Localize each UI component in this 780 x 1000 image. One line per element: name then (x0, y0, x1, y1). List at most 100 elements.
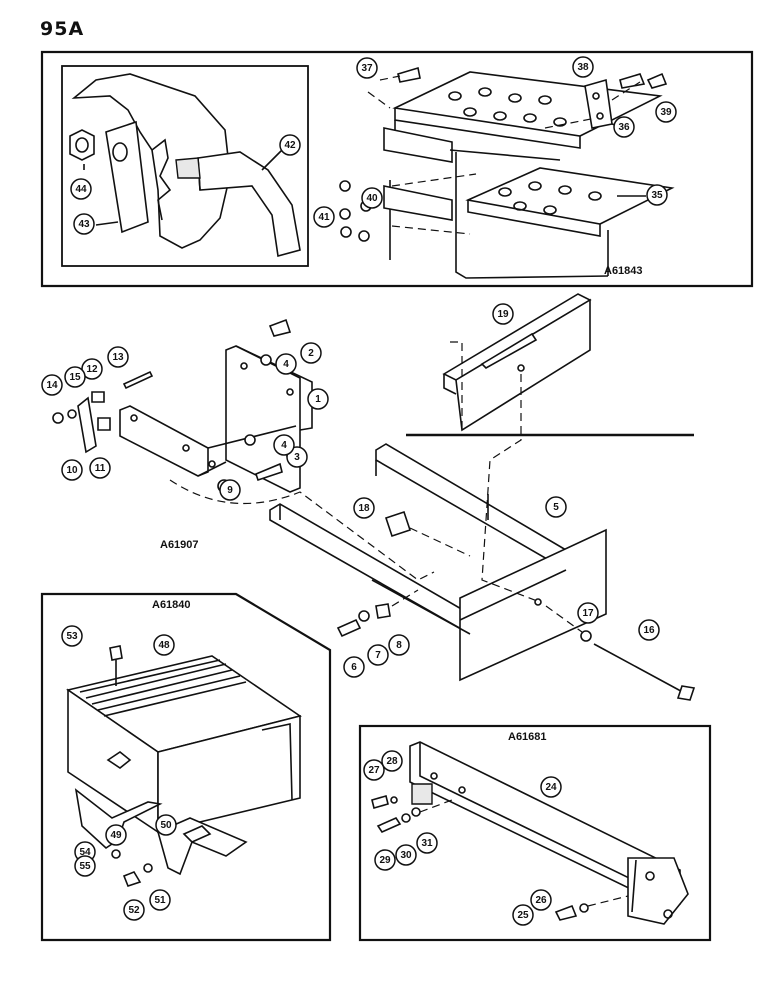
callout-circle (153, 634, 175, 656)
callout-number: 9 (227, 485, 233, 496)
callout-circle (395, 844, 417, 866)
callout-number: 40 (366, 193, 378, 204)
callout-circle (638, 619, 660, 641)
callout-number: 53 (66, 631, 78, 642)
callout-number: 15 (69, 372, 81, 383)
callout-circle (416, 832, 438, 854)
callout-number: 11 (95, 463, 106, 474)
callout-number: 52 (128, 905, 140, 916)
page-number: 95A (40, 18, 85, 40)
callout-circle (61, 459, 83, 481)
callout-circle (300, 342, 322, 364)
callout-circle (107, 346, 129, 368)
callout-circle (64, 366, 86, 388)
callout-8: 8 (388, 634, 410, 656)
callout-circle (279, 134, 301, 156)
callout-number: 17 (582, 608, 594, 619)
callout-42: 42 (279, 134, 301, 156)
callout-number: 7 (375, 650, 381, 661)
callout-19: 19 (492, 303, 514, 325)
callout-number: 50 (160, 820, 172, 831)
callout-number: 48 (158, 640, 170, 651)
callout-number: 51 (154, 895, 166, 906)
step-assembly-figure: A61843 (40, 50, 754, 288)
callout-51: 51 (149, 889, 171, 911)
callout-26: 26 (530, 889, 552, 911)
callout-38: 38 (572, 56, 594, 78)
callout-49: 49 (105, 824, 127, 846)
callout-31: 31 (416, 832, 438, 854)
figure-label-frame: A61907 (160, 539, 199, 551)
callout-number: 3 (294, 452, 300, 463)
callout-circle (73, 213, 95, 235)
callout-circle (61, 625, 83, 647)
toolbox-figure: A61840 (40, 592, 332, 942)
callout-number: 4 (283, 359, 289, 370)
callout-circle (273, 434, 295, 456)
callout-43: 43 (73, 213, 95, 235)
callout-number: 8 (396, 640, 402, 651)
callout-number: 19 (497, 309, 509, 320)
callout-number: 5 (553, 502, 559, 513)
callout-circle (540, 776, 562, 798)
callout-7: 7 (367, 644, 389, 666)
callout-circle (374, 849, 396, 871)
callout-circle (70, 178, 92, 200)
callout-number: 54 (79, 847, 91, 858)
frame-assembly-figure: A61907 (52, 293, 696, 701)
callout-39: 39 (655, 101, 677, 123)
callout-circle (313, 206, 335, 228)
callout-circle (655, 101, 677, 123)
callout-circle (646, 184, 668, 206)
tread-holes (448, 87, 602, 215)
callout-circle (545, 496, 567, 518)
callout-number: 14 (46, 380, 58, 391)
callout-circle (363, 759, 385, 781)
callout-circle (105, 824, 127, 846)
figure-label-bar: A61681 (508, 731, 547, 743)
callout-circle (512, 904, 534, 926)
callout-number: 12 (86, 364, 98, 375)
callout-50: 50 (155, 814, 177, 836)
callout-number: 28 (386, 756, 398, 767)
callout-circle (367, 644, 389, 666)
figure-label-toolbox: A61840 (152, 599, 191, 611)
figure-label-step: A61843 (604, 265, 643, 277)
callout-number: 43 (78, 219, 90, 230)
callout-40: 40 (361, 187, 383, 209)
callout-53: 53 (61, 625, 83, 647)
callout-25: 25 (512, 904, 534, 926)
callout-10: 10 (61, 459, 83, 481)
callout-circle (577, 602, 599, 624)
callout-number: 55 (79, 861, 91, 872)
callout-circle (572, 56, 594, 78)
callout-35: 35 (646, 184, 668, 206)
callout-circle (613, 116, 635, 138)
callout-number: 36 (618, 122, 630, 133)
callout-circle (155, 814, 177, 836)
callout-circle (356, 57, 378, 79)
callout-52: 52 (123, 899, 145, 921)
callout-circle (41, 374, 63, 396)
callout-number: 13 (112, 352, 124, 363)
callout-number: 27 (368, 765, 380, 776)
callout-number: 1 (315, 394, 321, 405)
callout-1: 1 (307, 388, 329, 410)
callout-11: 11 (89, 457, 111, 479)
callout-6: 6 (343, 656, 365, 678)
callout-55: 55 (74, 855, 96, 877)
callout-number: 39 (660, 107, 672, 118)
callout-number: 42 (284, 140, 296, 151)
callout-9: 9 (219, 479, 241, 501)
callout-27: 27 (363, 759, 385, 781)
callout-number: 25 (517, 910, 529, 921)
callout-30: 30 (395, 844, 417, 866)
callout-24: 24 (540, 776, 562, 798)
callout-2: 2 (300, 342, 322, 364)
callout-circle (343, 656, 365, 678)
callout-15: 15 (64, 366, 86, 388)
callout-number: 18 (358, 503, 370, 514)
callout-circle (381, 750, 403, 772)
callout-circle (123, 899, 145, 921)
